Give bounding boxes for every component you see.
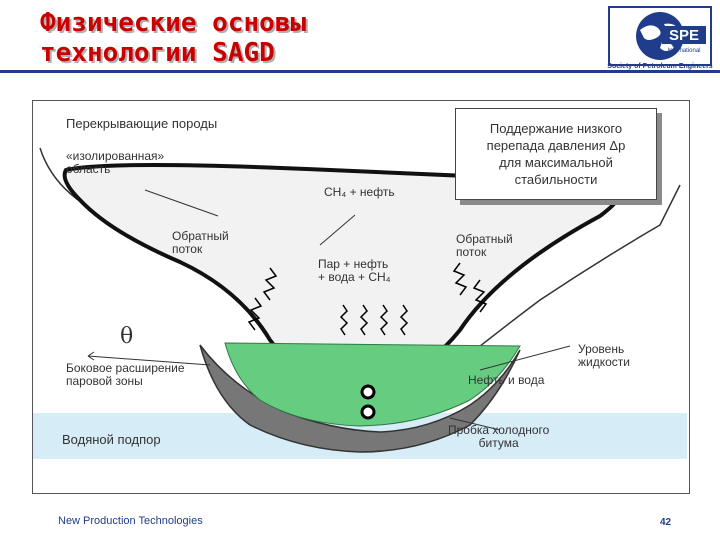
spe-logo: SPE International Society of Petroleum E… <box>600 4 718 74</box>
callout-line-2: перепада давления Δp <box>486 138 626 153</box>
steam-chamber <box>62 163 624 391</box>
logo-frame: SPE International <box>608 6 712 66</box>
title-line-2: технологии SAGD <box>40 38 275 68</box>
steam-mix-label: Пар + нефть + вода + CH₄ <box>318 258 391 284</box>
backflow-left-line-1: Обратный <box>172 229 229 243</box>
callout-line-1: Поддержание низкого <box>489 121 623 136</box>
title-divider <box>0 70 720 73</box>
backflow-right-line-2: поток <box>456 245 487 259</box>
liquid-level-line-1: Уровень <box>578 342 625 356</box>
theta-symbol: θ <box>120 324 134 349</box>
cold-bitumen-line-2: битума <box>478 436 519 450</box>
oil-water-label: Нефть и вода <box>468 373 545 387</box>
liquid-pool <box>224 342 521 427</box>
water-drive-label: Водяной подпор <box>62 432 161 447</box>
title-line-1: Физические основы <box>40 8 307 38</box>
steam-mix-line-2: + вода + CH₄ <box>318 270 391 284</box>
liquid-level-label: Уровень жидкости <box>578 343 630 369</box>
cold-bitumen-line-1: Пробка холодного <box>448 423 550 437</box>
lateral-line-2: паровой зоны <box>66 374 143 388</box>
overburden-label: Перекрывающие породы <box>66 116 218 131</box>
isolated-area-line-1: «изолированная» <box>66 149 165 163</box>
backflow-right-label: Обратный поток <box>456 233 513 259</box>
lateral-expansion-label: Боковое расширение паровой зоны <box>66 362 185 388</box>
globe-icon: SPE International <box>636 12 706 60</box>
steam-mix-line-1: Пар + нефть <box>318 257 389 271</box>
steam-arrows <box>247 262 488 336</box>
pressure-callout: Поддержание низкого перепада давления Δp… <box>455 108 657 200</box>
isolated-area-label: «изолированная» область <box>66 150 164 176</box>
slide-title: Физические основы технологии SAGD <box>40 8 306 68</box>
page-number: 42 <box>660 517 672 528</box>
logo-caption: Society of Petroleum Engineers <box>607 63 713 70</box>
logo-abbr: SPE <box>669 27 699 44</box>
cold-bitumen-label: Пробка холодного битума <box>448 424 549 450</box>
backflow-left-label: Обратный поток <box>172 230 229 256</box>
leader-arrows <box>87 189 571 431</box>
footer-text: New Production Technologies <box>58 515 203 527</box>
lateral-line-1: Боковое расширение <box>66 361 185 375</box>
backflow-right-line-1: Обратный <box>456 232 513 246</box>
callout-line-3: для максимальной <box>499 155 613 170</box>
backflow-left-line-2: поток <box>172 242 203 256</box>
ch4-oil-label: CH₄ + нефть <box>324 185 395 199</box>
producer-well <box>360 404 376 420</box>
injector-well <box>360 384 376 400</box>
liquid-level-line-2: жидкости <box>578 355 630 369</box>
isolated-area-line-2: область <box>66 162 111 176</box>
callout-line-4: стабильности <box>514 172 598 187</box>
logo-sub: International <box>667 48 700 54</box>
